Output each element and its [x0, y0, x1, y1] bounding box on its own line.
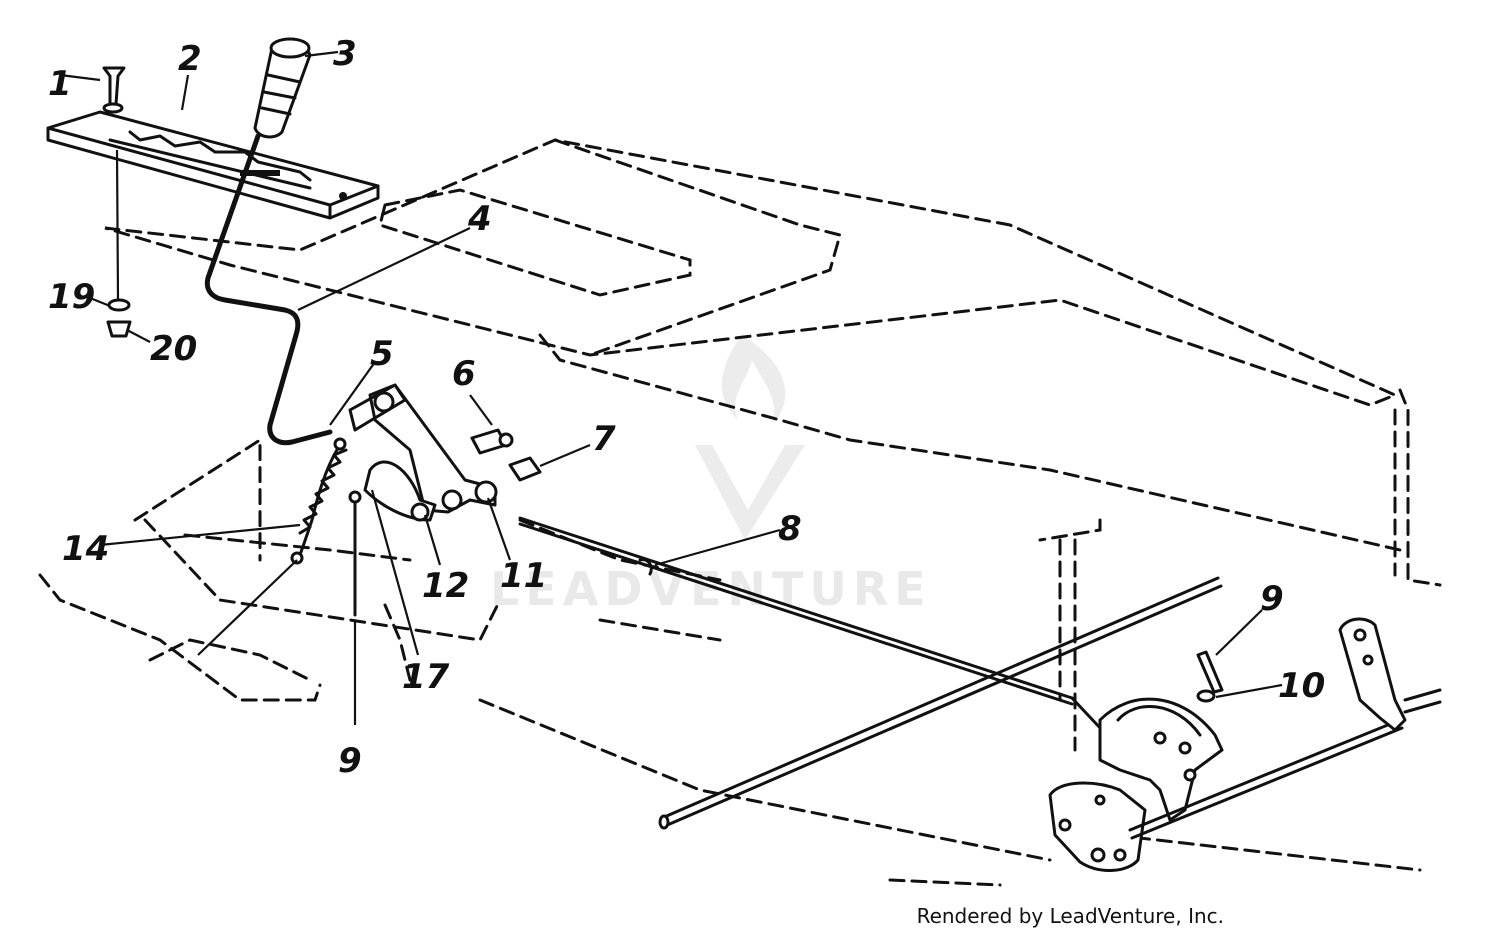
segment-bracket	[1048, 617, 1442, 872]
callout-1: 1	[48, 64, 72, 104]
callout-4: 4	[467, 199, 492, 239]
screw	[102, 66, 126, 114]
linkage-assembly	[290, 383, 542, 617]
watermark-text: LEADVENTURE	[490, 562, 932, 616]
washer-and-nut	[106, 149, 132, 338]
callout-14: 14	[62, 529, 109, 569]
callout-19: 19	[48, 277, 95, 317]
callout-20: 20	[150, 329, 197, 369]
callout-6: 6	[452, 354, 476, 394]
callouts: 1 2 3 4 5 6 7 8 9 10 11 12 14 17 9 19 20	[48, 34, 1325, 781]
control-rod	[518, 516, 1136, 741]
watermark: LEADVENTURE	[490, 335, 932, 616]
callout-12: 12	[422, 566, 469, 606]
shift-knob	[253, 37, 312, 139]
leader-lines	[59, 50, 1283, 725]
shift-lever	[204, 133, 333, 446]
callout-5: 5	[370, 334, 394, 374]
callout-9-right: 9	[1260, 579, 1284, 619]
watermark-v-icon	[695, 445, 805, 540]
callout-9-bottom: 9	[338, 741, 362, 781]
callout-3: 3	[333, 34, 357, 74]
callout-17: 17	[402, 657, 450, 697]
callout-8: 8	[778, 509, 802, 549]
render-credit: Rendered by LeadVenture, Inc.	[916, 904, 1224, 928]
callout-7: 7	[592, 419, 616, 459]
callout-11: 11	[500, 556, 547, 596]
shift-plate	[46, 110, 380, 220]
callout-10: 10	[1278, 666, 1325, 706]
watermark-flame-icon	[721, 335, 786, 425]
cross-shaft	[658, 576, 1223, 830]
callout-2: 2	[178, 39, 202, 79]
